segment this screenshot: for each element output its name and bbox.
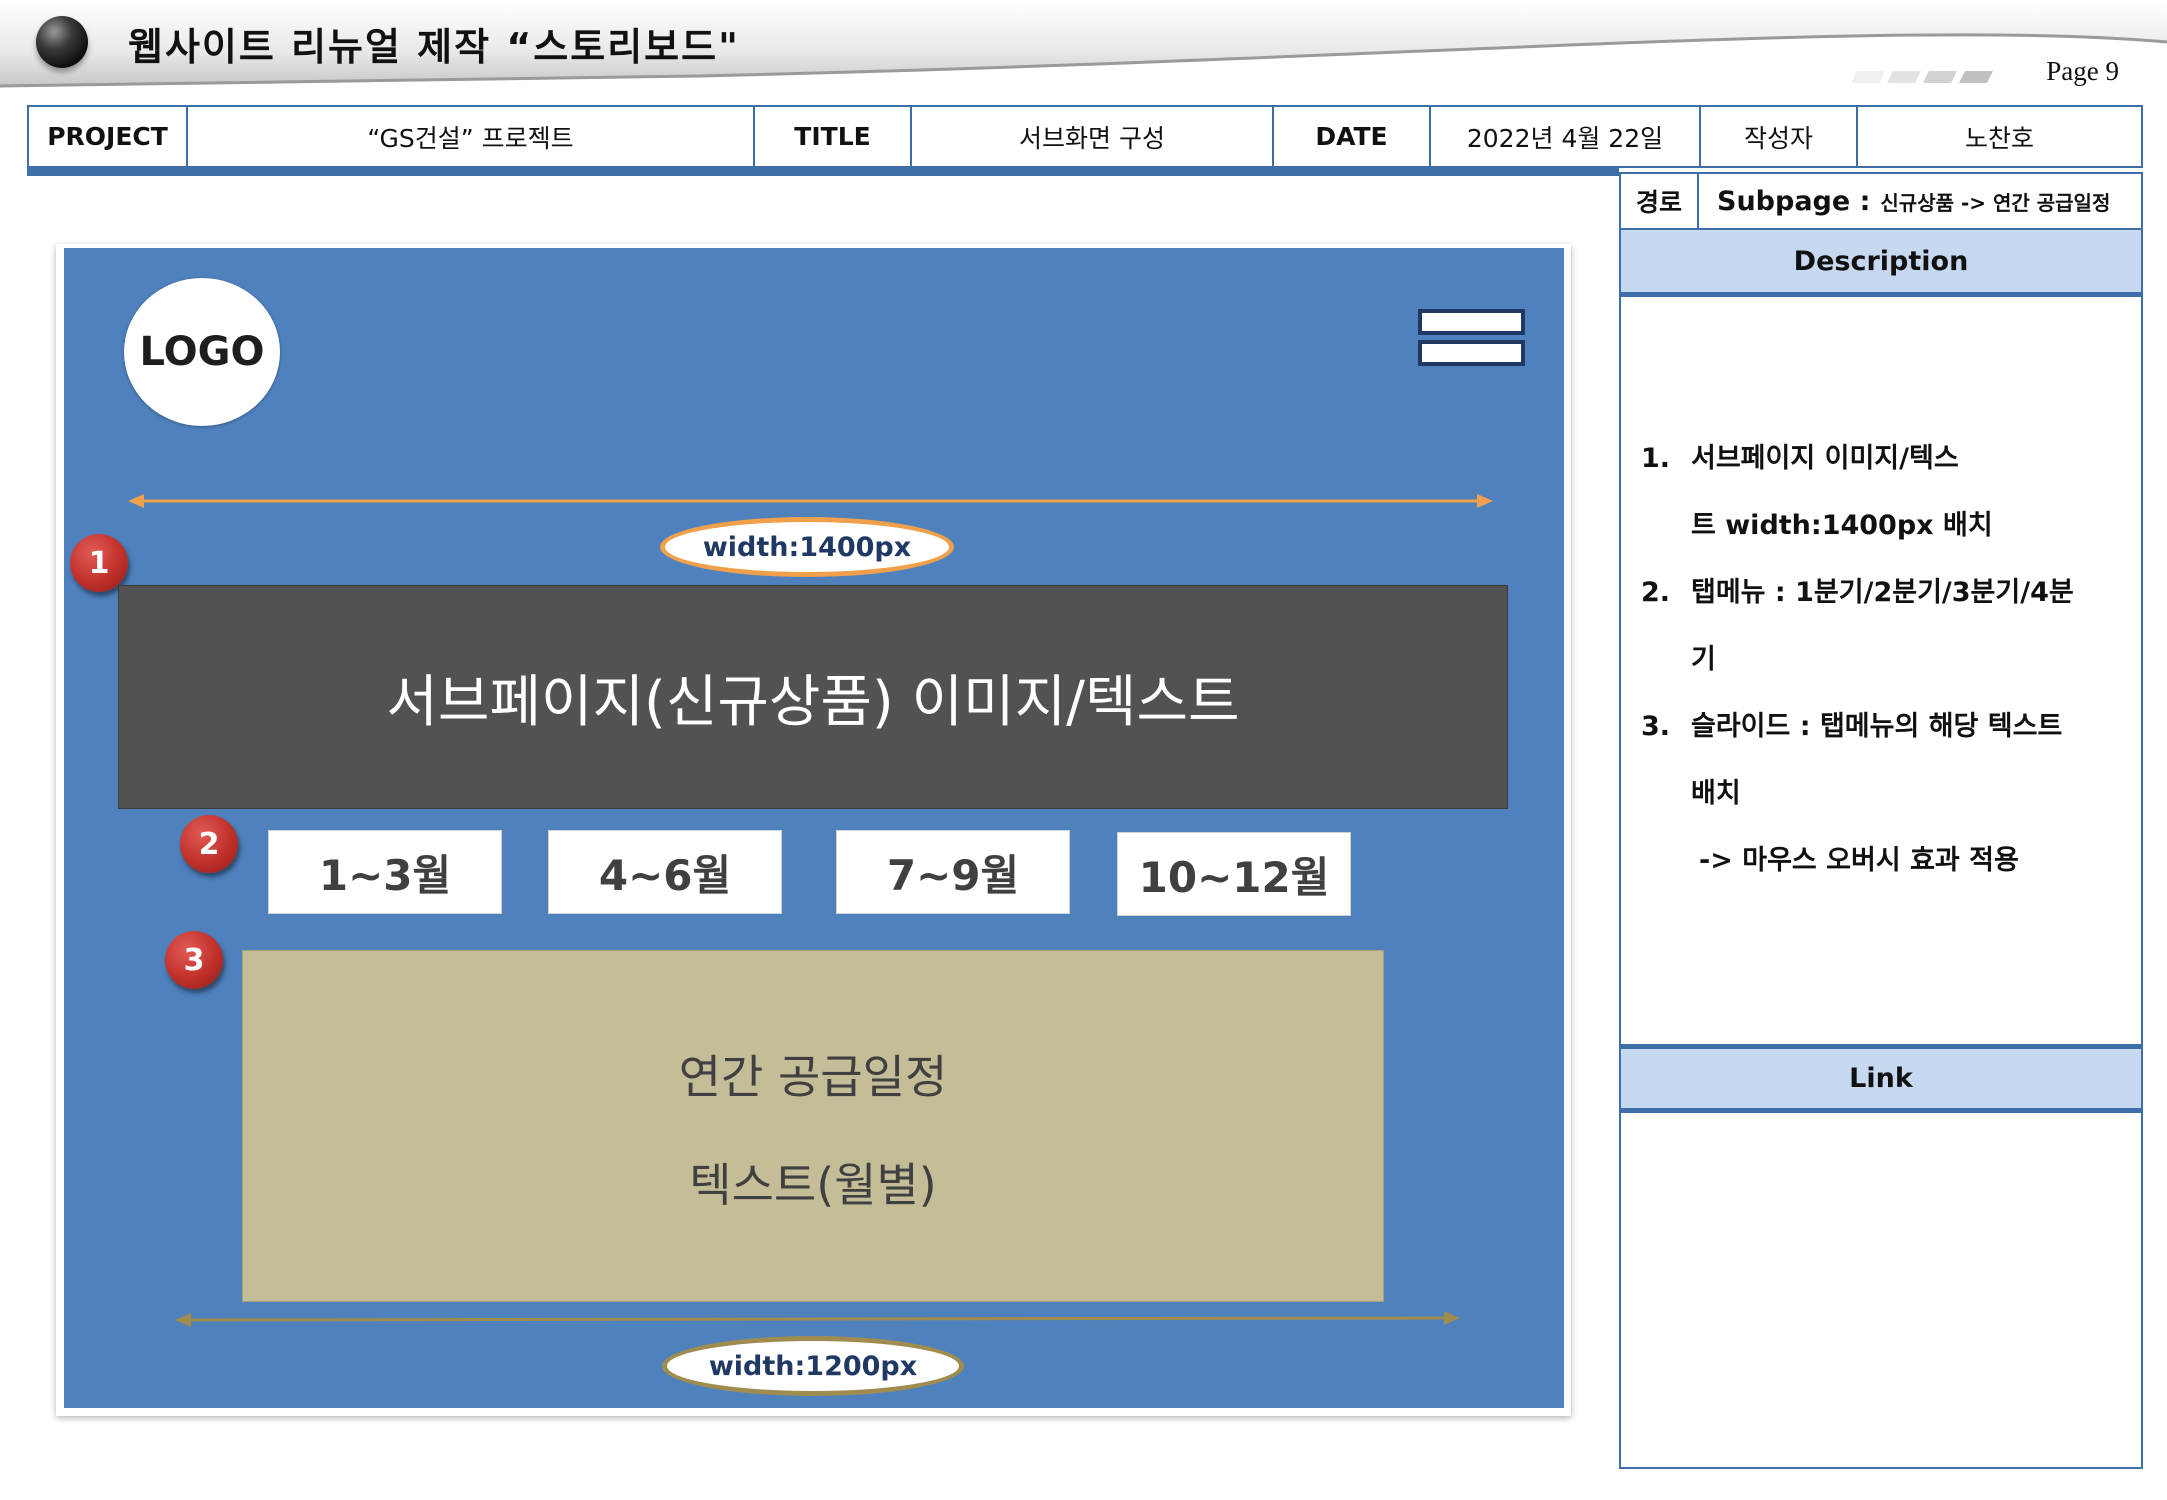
page-number: Page 9 <box>2046 56 2119 87</box>
description-item: 2. 탭메뉴 : 1분기/2분기/3분기/4분 기 <box>1641 559 2121 693</box>
width-arrow-top-icon <box>128 494 1493 508</box>
page-dashes-decoration <box>1851 71 1993 83</box>
description-list: 1. 서브페이지 이미지/텍스 트 width:1400px 배치 2. 탭메뉴… <box>1641 425 2121 894</box>
description-item-line: 탭메뉴 : 1분기/2분기/3분기/4분 <box>1691 577 2074 608</box>
description-item-line: 트 width:1400px 배치 <box>1691 510 1993 541</box>
step-badge-3: 3 <box>165 931 223 989</box>
project-value: “GS건설” 프로젝트 <box>186 105 755 168</box>
path-value: Subpage : 신규상품 -> 연간 공급일정 <box>1699 174 2141 228</box>
subpage-banner: 서브페이지(신규상품) 이미지/텍스트 <box>118 585 1508 809</box>
document-title: 웹사이트 리뉴얼 제작 “스토리보드" <box>128 25 740 69</box>
tab-q2[interactable]: 4~6월 <box>548 830 782 914</box>
info-table: PROJECT “GS건설” 프로젝트 TITLE 서브화면 구성 DATE 2… <box>27 105 2143 168</box>
schedule-content-box: 연간 공급일정 텍스트(월별) <box>242 950 1384 1302</box>
header-orb-icon <box>36 16 88 68</box>
width-arrow-bottom-icon <box>175 1311 1460 1327</box>
info-table-underline <box>27 168 1619 176</box>
author-value: 노찬호 <box>1856 105 2143 168</box>
description-body: 1. 서브페이지 이미지/텍스 트 width:1400px 배치 2. 탭메뉴… <box>1619 295 2143 1047</box>
path-row: 경로 Subpage : 신규상품 -> 연간 공급일정 <box>1619 172 2143 230</box>
logo[interactable]: LOGO <box>124 278 280 426</box>
description-item-line: 서브페이지 이미지/텍스 <box>1691 443 1959 474</box>
page-number-value: 9 <box>2105 56 2120 86</box>
title-value: 서브화면 구성 <box>910 105 1274 168</box>
author-label: 작성자 <box>1699 105 1858 168</box>
description-item-line: 배치 <box>1691 778 1741 809</box>
description-item-number: 3. <box>1641 711 1671 742</box>
hamburger-menu-icon[interactable] <box>1418 309 1525 366</box>
link-body <box>1619 1110 2143 1469</box>
path-text: 신규상품 -> 연간 공급일정 <box>1880 190 2111 215</box>
description-item-number: 2. <box>1641 577 1671 608</box>
content-subtitle: 텍스트(월별) <box>689 1158 937 1212</box>
width-label-top: width:1400px <box>660 517 954 577</box>
date-value: 2022년 4월 22일 <box>1429 105 1701 168</box>
link-header: Link <box>1619 1047 2143 1113</box>
menu-bar <box>1418 340 1525 366</box>
menu-bar <box>1418 309 1525 335</box>
description-item: 1. 서브페이지 이미지/텍스 트 width:1400px 배치 <box>1641 425 2121 559</box>
description-item: 3. 슬라이드 : 탭메뉴의 해당 텍스트 배치 <box>1641 693 2121 827</box>
path-prefix: Subpage : <box>1717 185 1871 217</box>
page-label: Page <box>2046 56 2099 86</box>
path-label: 경로 <box>1621 174 1699 228</box>
description-header: Description <box>1619 228 2143 297</box>
description-item-line: 기 <box>1691 644 1716 675</box>
tab-q1[interactable]: 1~3월 <box>268 830 502 914</box>
tab-q3[interactable]: 7~9월 <box>836 830 1070 914</box>
date-label: DATE <box>1272 105 1431 168</box>
title-label: TITLE <box>753 105 912 168</box>
width-label-bottom: width:1200px <box>662 1336 964 1396</box>
content-title: 연간 공급일정 <box>678 1050 948 1104</box>
description-item-number: 1. <box>1641 443 1671 474</box>
tab-q4[interactable]: 10~12월 <box>1117 832 1351 916</box>
project-label: PROJECT <box>27 105 188 168</box>
step-badge-2: 2 <box>180 815 238 873</box>
step-badge-1: 1 <box>70 534 128 592</box>
description-note: -> 마우스 오버시 효과 적용 <box>1699 845 2019 876</box>
description-item-line: 슬라이드 : 탭메뉴의 해당 텍스트 <box>1691 711 2063 742</box>
header-swoosh <box>0 0 2167 88</box>
